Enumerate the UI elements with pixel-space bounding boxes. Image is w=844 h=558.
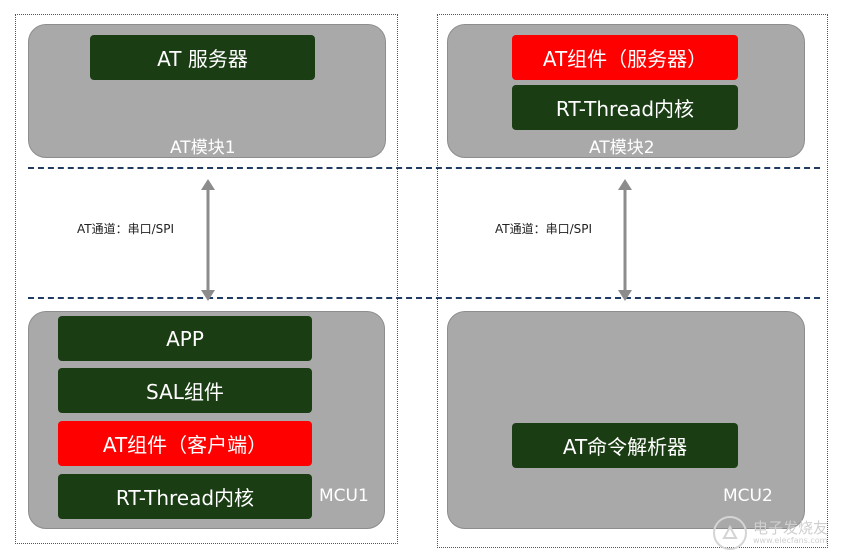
rt-thread-kernel-block-module: RT-Thread内核 (512, 85, 738, 130)
left-channel-label: AT通道：串口/SPI (77, 222, 175, 236)
upper-dashed-separator (28, 167, 820, 169)
right-system-frame (437, 14, 828, 548)
mcu1-label: MCU1 (319, 486, 369, 506)
right-channel-arrow (618, 179, 632, 301)
watermark-url: www.elecfans.com (752, 535, 828, 545)
left-channel-arrow (201, 179, 215, 301)
at-server-block: AT 服务器 (90, 35, 315, 80)
at-module-2-label: AT模块2 (589, 138, 655, 158)
rt-thread-kernel-block-mcu1: RT-Thread内核 (58, 474, 312, 519)
at-component-server-block: AT组件（服务器） (512, 35, 738, 80)
mcu2-label: MCU2 (723, 486, 773, 506)
app-block: APP (58, 316, 312, 361)
right-channel-label: AT通道：串口/SPI (495, 222, 593, 236)
at-command-parser-block: AT命令解析器 (512, 423, 738, 468)
watermark: 电子发烧友 www.elecfans.com (712, 516, 828, 550)
left-system-frame (15, 14, 398, 544)
lower-dashed-separator (28, 297, 820, 299)
sal-component-block: SAL组件 (58, 368, 312, 413)
at-component-client-block: AT组件（客户端） (58, 421, 312, 466)
watermark-logo-icon (712, 516, 747, 550)
mcu2-box: MCU2 (447, 311, 805, 529)
at-module-1-label: AT模块1 (170, 138, 236, 158)
watermark-text: 电子发烧友 (752, 519, 828, 538)
